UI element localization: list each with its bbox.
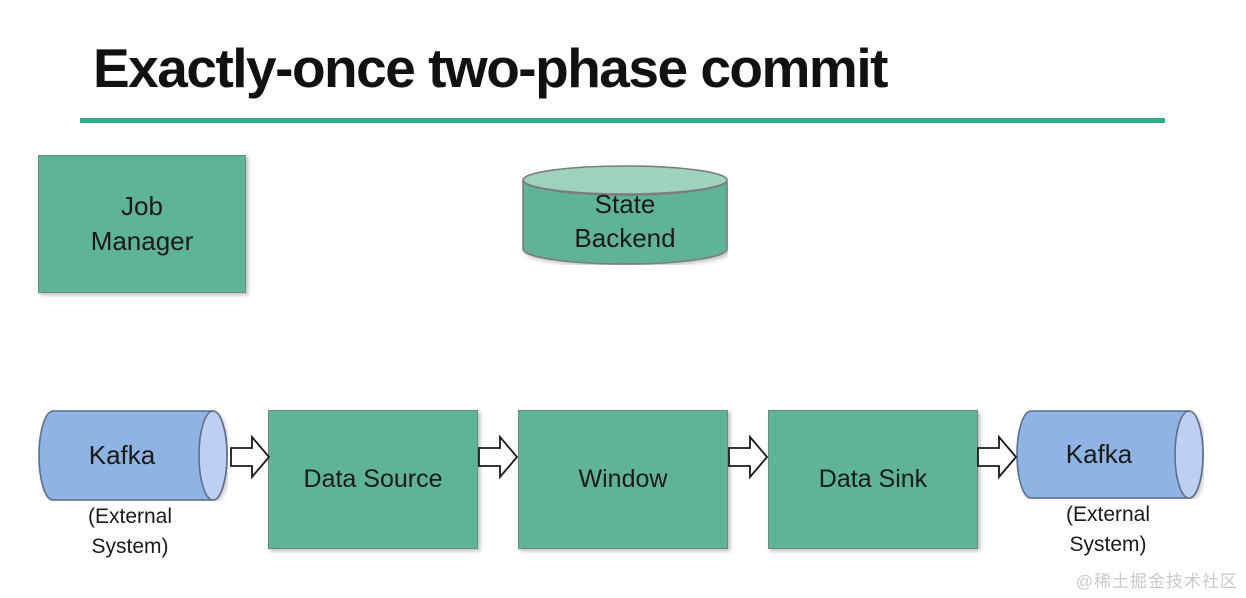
kafka-source-caption-line2: System) <box>91 535 169 558</box>
kafka-source-caption-line1: (External <box>87 505 173 528</box>
arrow-right-icon <box>728 434 769 480</box>
job-manager-label-line1: Job <box>121 191 163 221</box>
kafka-sink-caption: (External System) <box>1033 500 1183 560</box>
kafka-source-caption: (External System) <box>55 502 205 562</box>
arrow-right-icon <box>478 434 519 480</box>
database-cylinder-icon <box>522 165 728 265</box>
title-underline <box>80 118 1165 123</box>
kafka-sink-caption-line1: (External <box>1065 503 1151 526</box>
job-manager-node: Job Manager <box>38 155 246 293</box>
window-node: Window <box>518 410 728 549</box>
kafka-sink-node: Kafka <box>1016 410 1204 499</box>
kafka-source-node: Kafka <box>38 410 228 501</box>
arrow-right-icon <box>977 434 1018 480</box>
job-manager-label-line2: Manager <box>90 226 194 256</box>
page-title: Exactly-once two-phase commit <box>93 37 888 99</box>
kafka-sink-caption-line2: System) <box>1069 533 1147 556</box>
data-sink-label: Data Sink <box>818 465 928 493</box>
kafka-cylinder-icon <box>1016 410 1204 499</box>
data-source-label: Data Source <box>303 465 443 493</box>
window-label: Window <box>578 465 668 493</box>
data-source-node: Data Source <box>268 410 478 549</box>
watermark: @稀土掘金技术社区 <box>1075 572 1238 591</box>
data-sink-node: Data Sink <box>768 410 978 549</box>
kafka-cylinder-icon <box>38 410 228 501</box>
state-backend-node: State Backend <box>522 165 728 265</box>
arrow-right-icon <box>230 434 271 480</box>
